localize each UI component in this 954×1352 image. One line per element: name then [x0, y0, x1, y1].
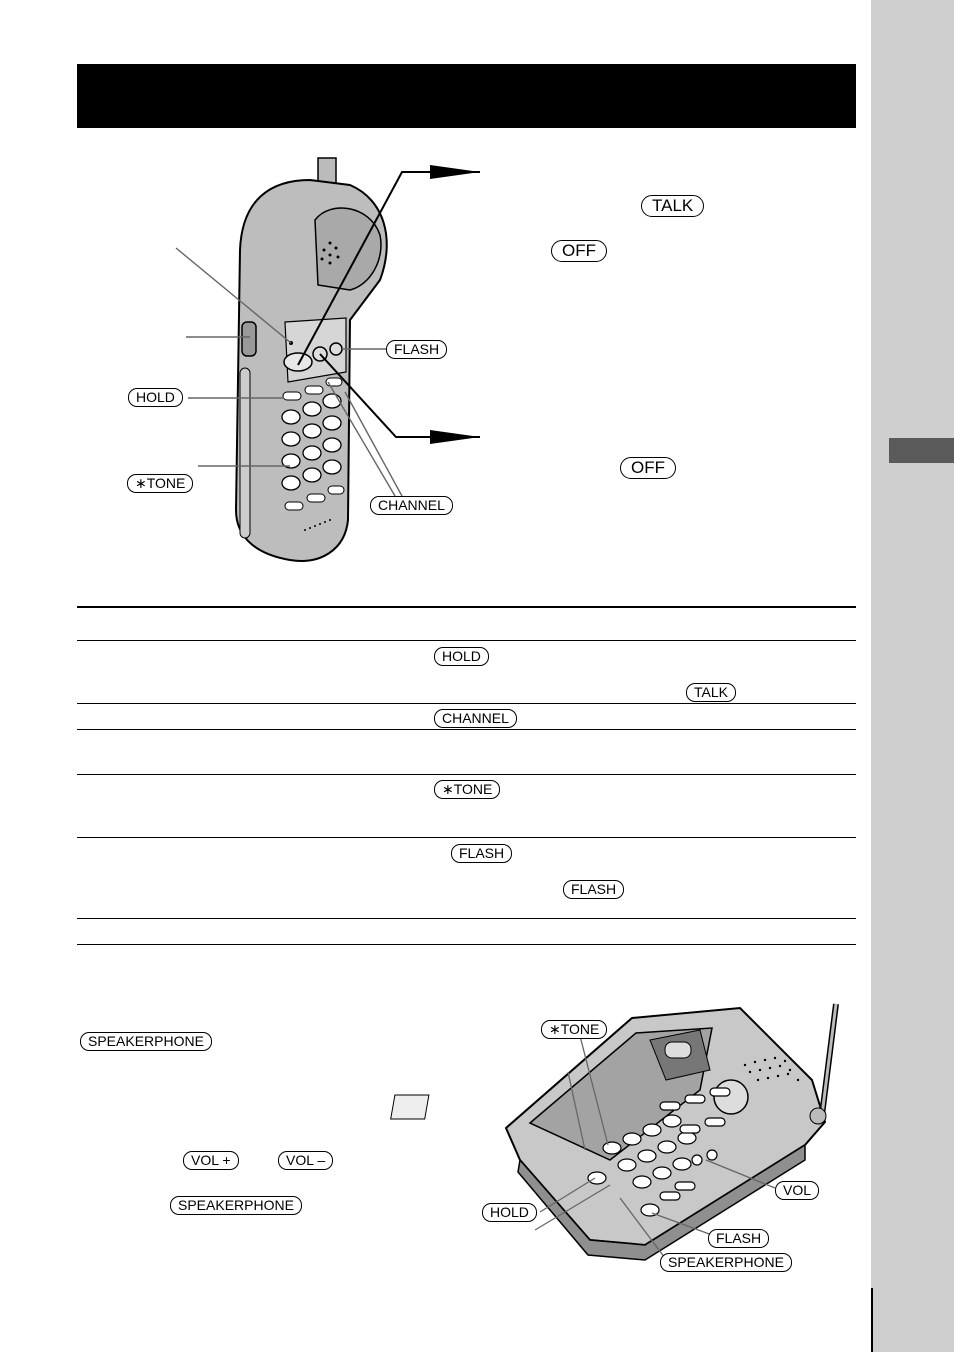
vol-minus-key-label: VOL – — [278, 1151, 334, 1170]
table-flash-key-2: FLASH — [563, 880, 625, 899]
table-talk-key: TALK — [686, 683, 736, 702]
table-flash-key: FLASH — [451, 844, 513, 863]
vol-plus-key-label: VOL + — [183, 1151, 239, 1170]
off-key-label: OFF — [551, 240, 607, 262]
tone-key-label: ∗TONE — [127, 474, 194, 493]
base-flash-label: FLASH — [708, 1229, 770, 1248]
page-edge-mark — [871, 1288, 873, 1352]
channel-key-label: CHANNEL — [370, 496, 453, 515]
title-bar — [77, 64, 856, 128]
section-tab — [889, 438, 954, 463]
talk-key-label: TALK — [641, 195, 705, 217]
flash-key-label: FLASH — [386, 340, 448, 359]
base-hold-label: HOLD — [482, 1203, 537, 1222]
base-tone-label: ∗TONE — [541, 1020, 608, 1039]
table-tone-key: ∗TONE — [434, 780, 501, 799]
side-strip — [871, 0, 954, 1352]
table-channel-key: CHANNEL — [434, 709, 517, 728]
base-unit-illustration — [390, 1003, 839, 1261]
table-hold-key: HOLD — [434, 647, 489, 666]
off-key-label-2: OFF — [620, 457, 676, 479]
hold-key-label: HOLD — [128, 388, 183, 407]
speakerphone-key-label-2: SPEAKERPHONE — [170, 1196, 302, 1215]
speakerphone-key-label: SPEAKERPHONE — [80, 1032, 212, 1051]
base-speakerphone-label: SPEAKERPHONE — [660, 1253, 792, 1272]
base-vol-label: VOL — [775, 1181, 820, 1200]
